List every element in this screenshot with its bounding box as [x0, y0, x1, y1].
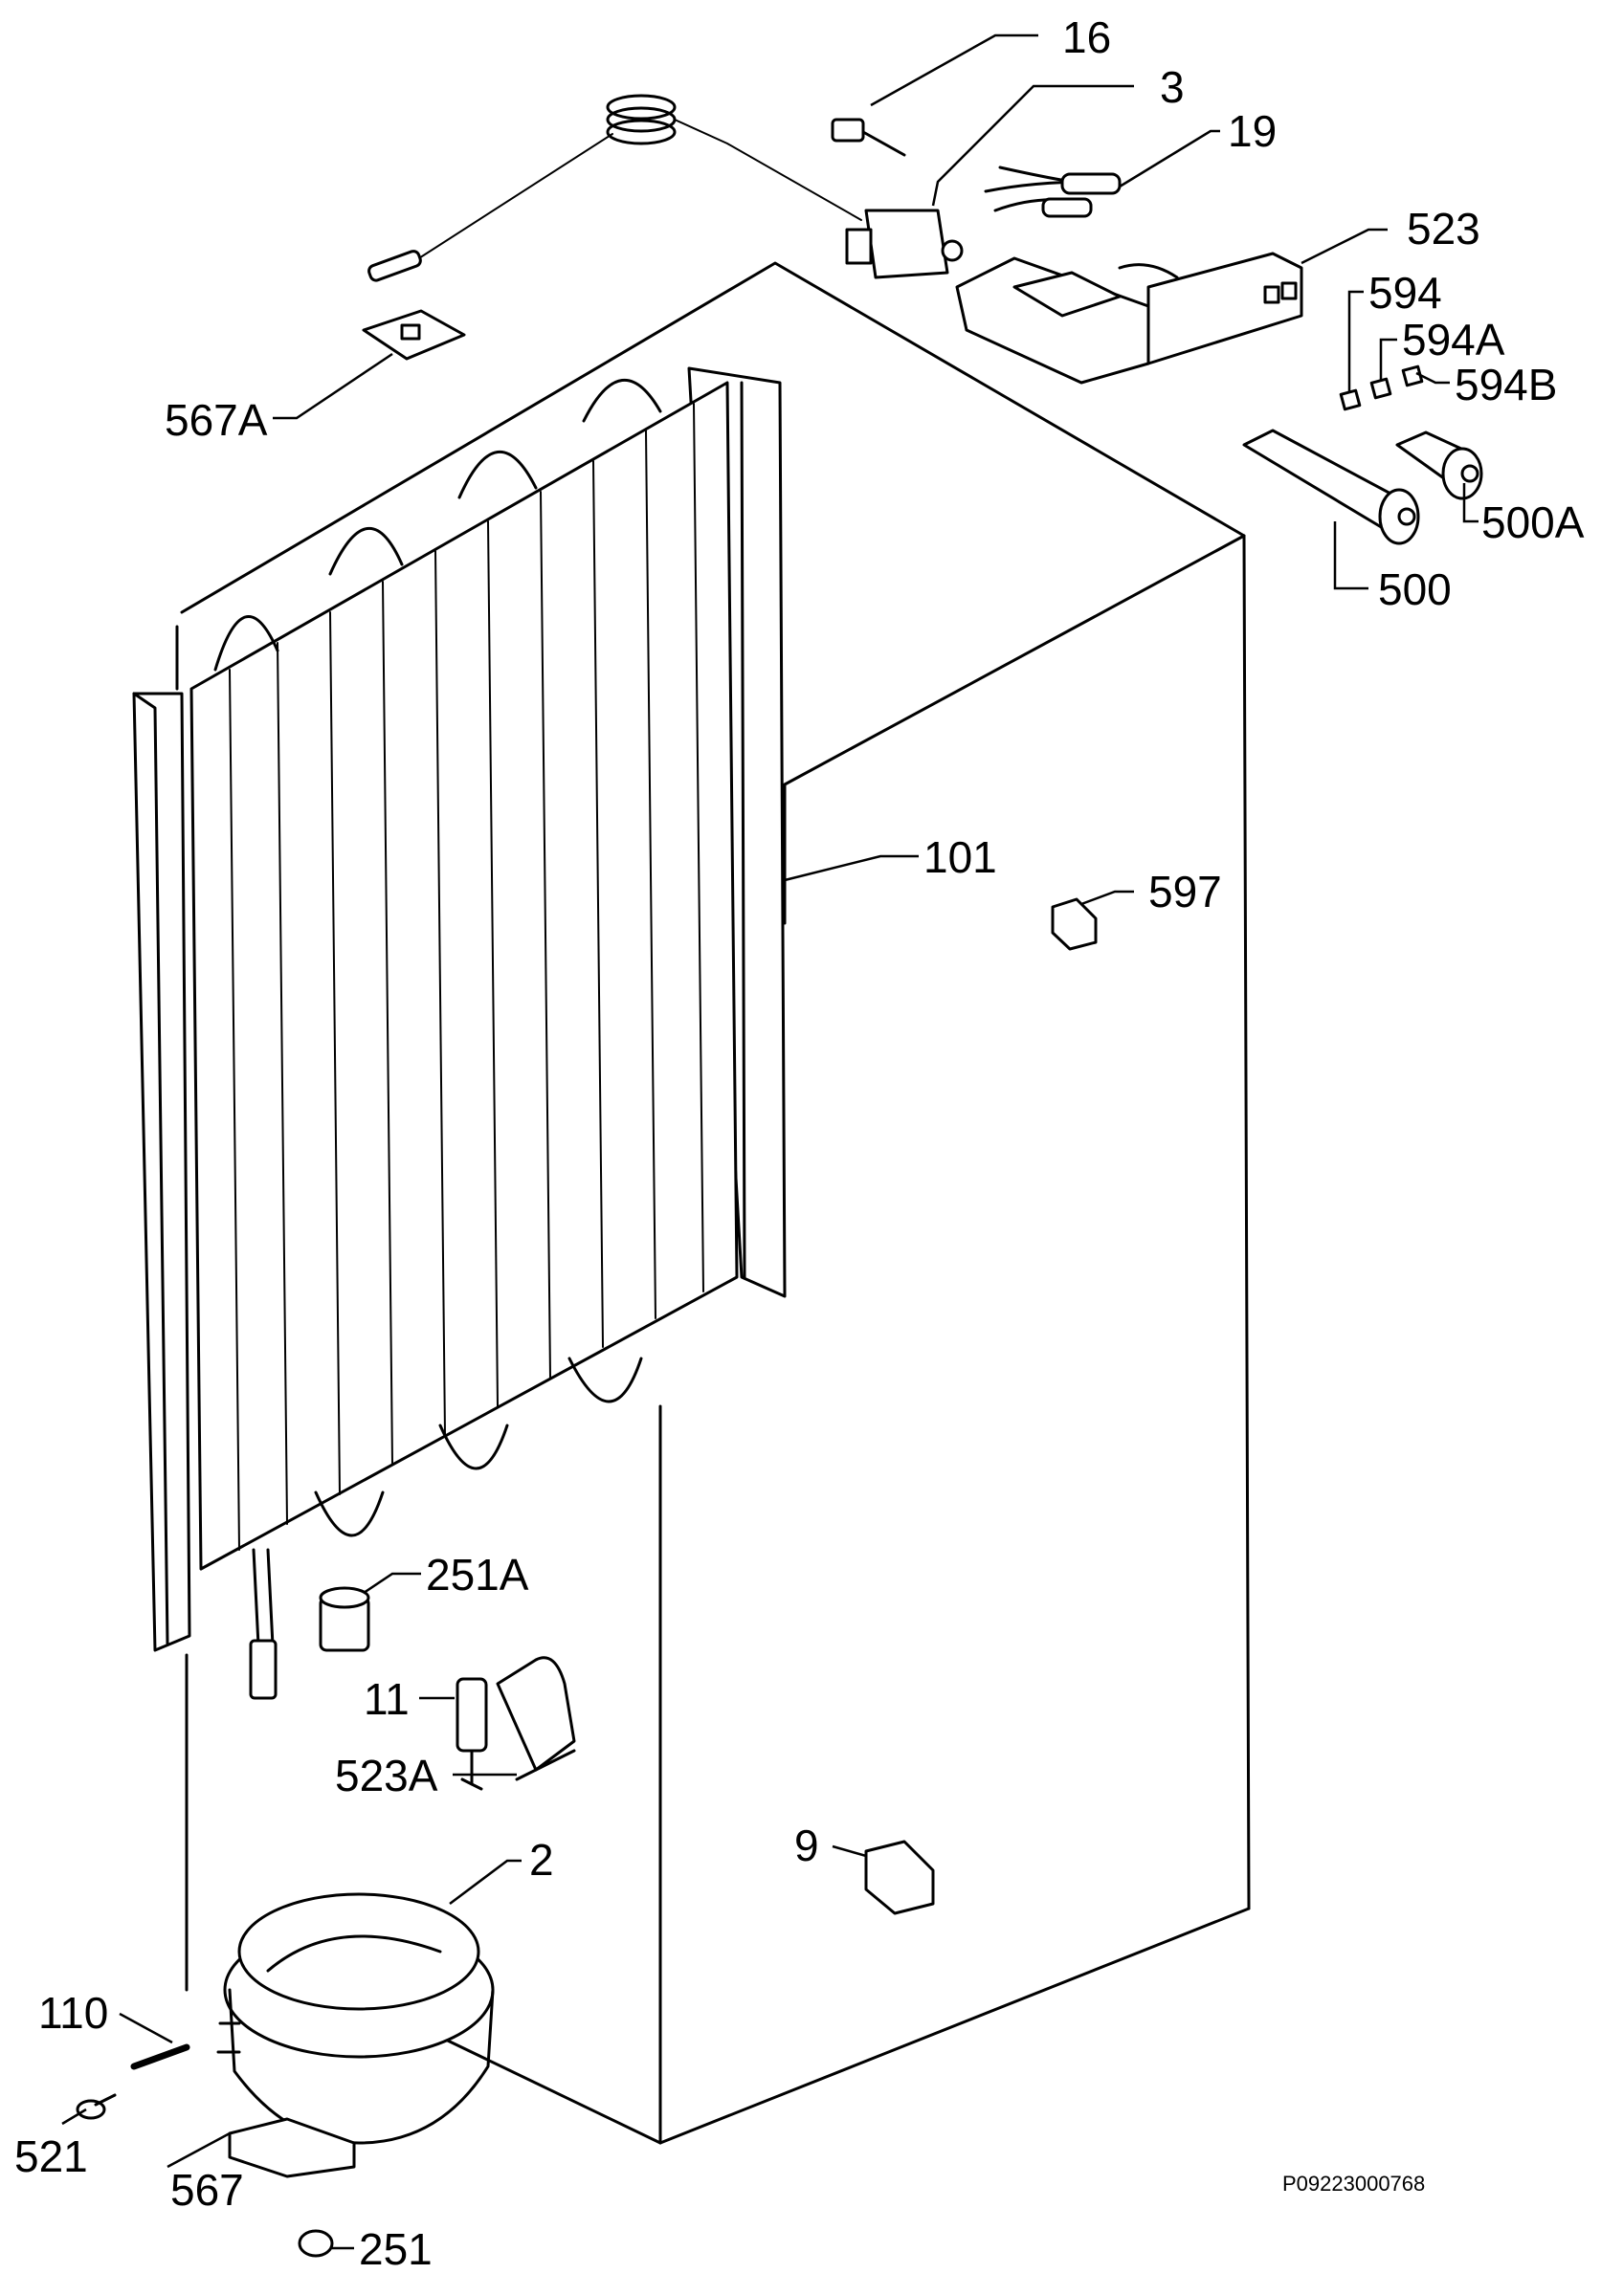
callout-3: 3 [1160, 62, 1185, 112]
leader-lines [61, 33, 1479, 2250]
thermostat-3 [845, 209, 964, 279]
part-110-pin [130, 2043, 190, 2070]
callout-9: 9 [794, 1821, 819, 1870]
callout-594a: 594A [1402, 315, 1505, 364]
callout-19: 19 [1228, 106, 1277, 156]
capillary-tube [367, 94, 862, 282]
callout-597: 597 [1148, 867, 1222, 916]
part-523-housing [955, 252, 1303, 385]
callout-500: 500 [1378, 564, 1452, 614]
callout-labels: 16 3 19 523 594 594A 594B 567A 500A 500 … [14, 12, 1585, 2274]
part-500-bolt [1242, 429, 1420, 545]
part-523a-bracket [496, 1656, 576, 1781]
condenser-101 [132, 366, 787, 1700]
part-9-clip [864, 1840, 935, 1915]
part-521-screw [76, 2093, 117, 2120]
part-16-connector [831, 118, 906, 157]
part-251-grommet [298, 2229, 334, 2258]
callout-521: 521 [14, 2131, 88, 2181]
callout-11: 11 [364, 1674, 410, 1724]
parts-594-set [1339, 364, 1424, 411]
callout-523a: 523A [335, 1751, 438, 1800]
callout-2: 2 [529, 1835, 554, 1885]
part-500a-bolt [1395, 430, 1483, 500]
part-597-clip [1051, 897, 1098, 951]
callout-101: 101 [923, 832, 997, 882]
callout-251a: 251A [426, 1550, 529, 1600]
callout-110: 110 [38, 1988, 108, 2038]
callout-251: 251 [359, 2224, 433, 2274]
callout-16: 16 [1062, 12, 1111, 62]
part-251a-grommet [319, 1586, 370, 1652]
callout-594b: 594B [1455, 360, 1557, 409]
callout-523: 523 [1407, 204, 1480, 254]
callout-567a: 567A [165, 395, 268, 445]
part-567a-clip [362, 309, 466, 361]
callout-500a: 500A [1481, 497, 1585, 547]
callout-567: 567 [170, 2165, 244, 2215]
callout-594: 594 [1368, 268, 1442, 318]
cabinet-body [175, 261, 1251, 2145]
part-19-wiring [984, 166, 1122, 218]
diagram-reference-code: P09223000768 [1282, 2172, 1425, 2196]
part-11-relay [456, 1677, 488, 1791]
compressor-2 [216, 1892, 495, 2178]
